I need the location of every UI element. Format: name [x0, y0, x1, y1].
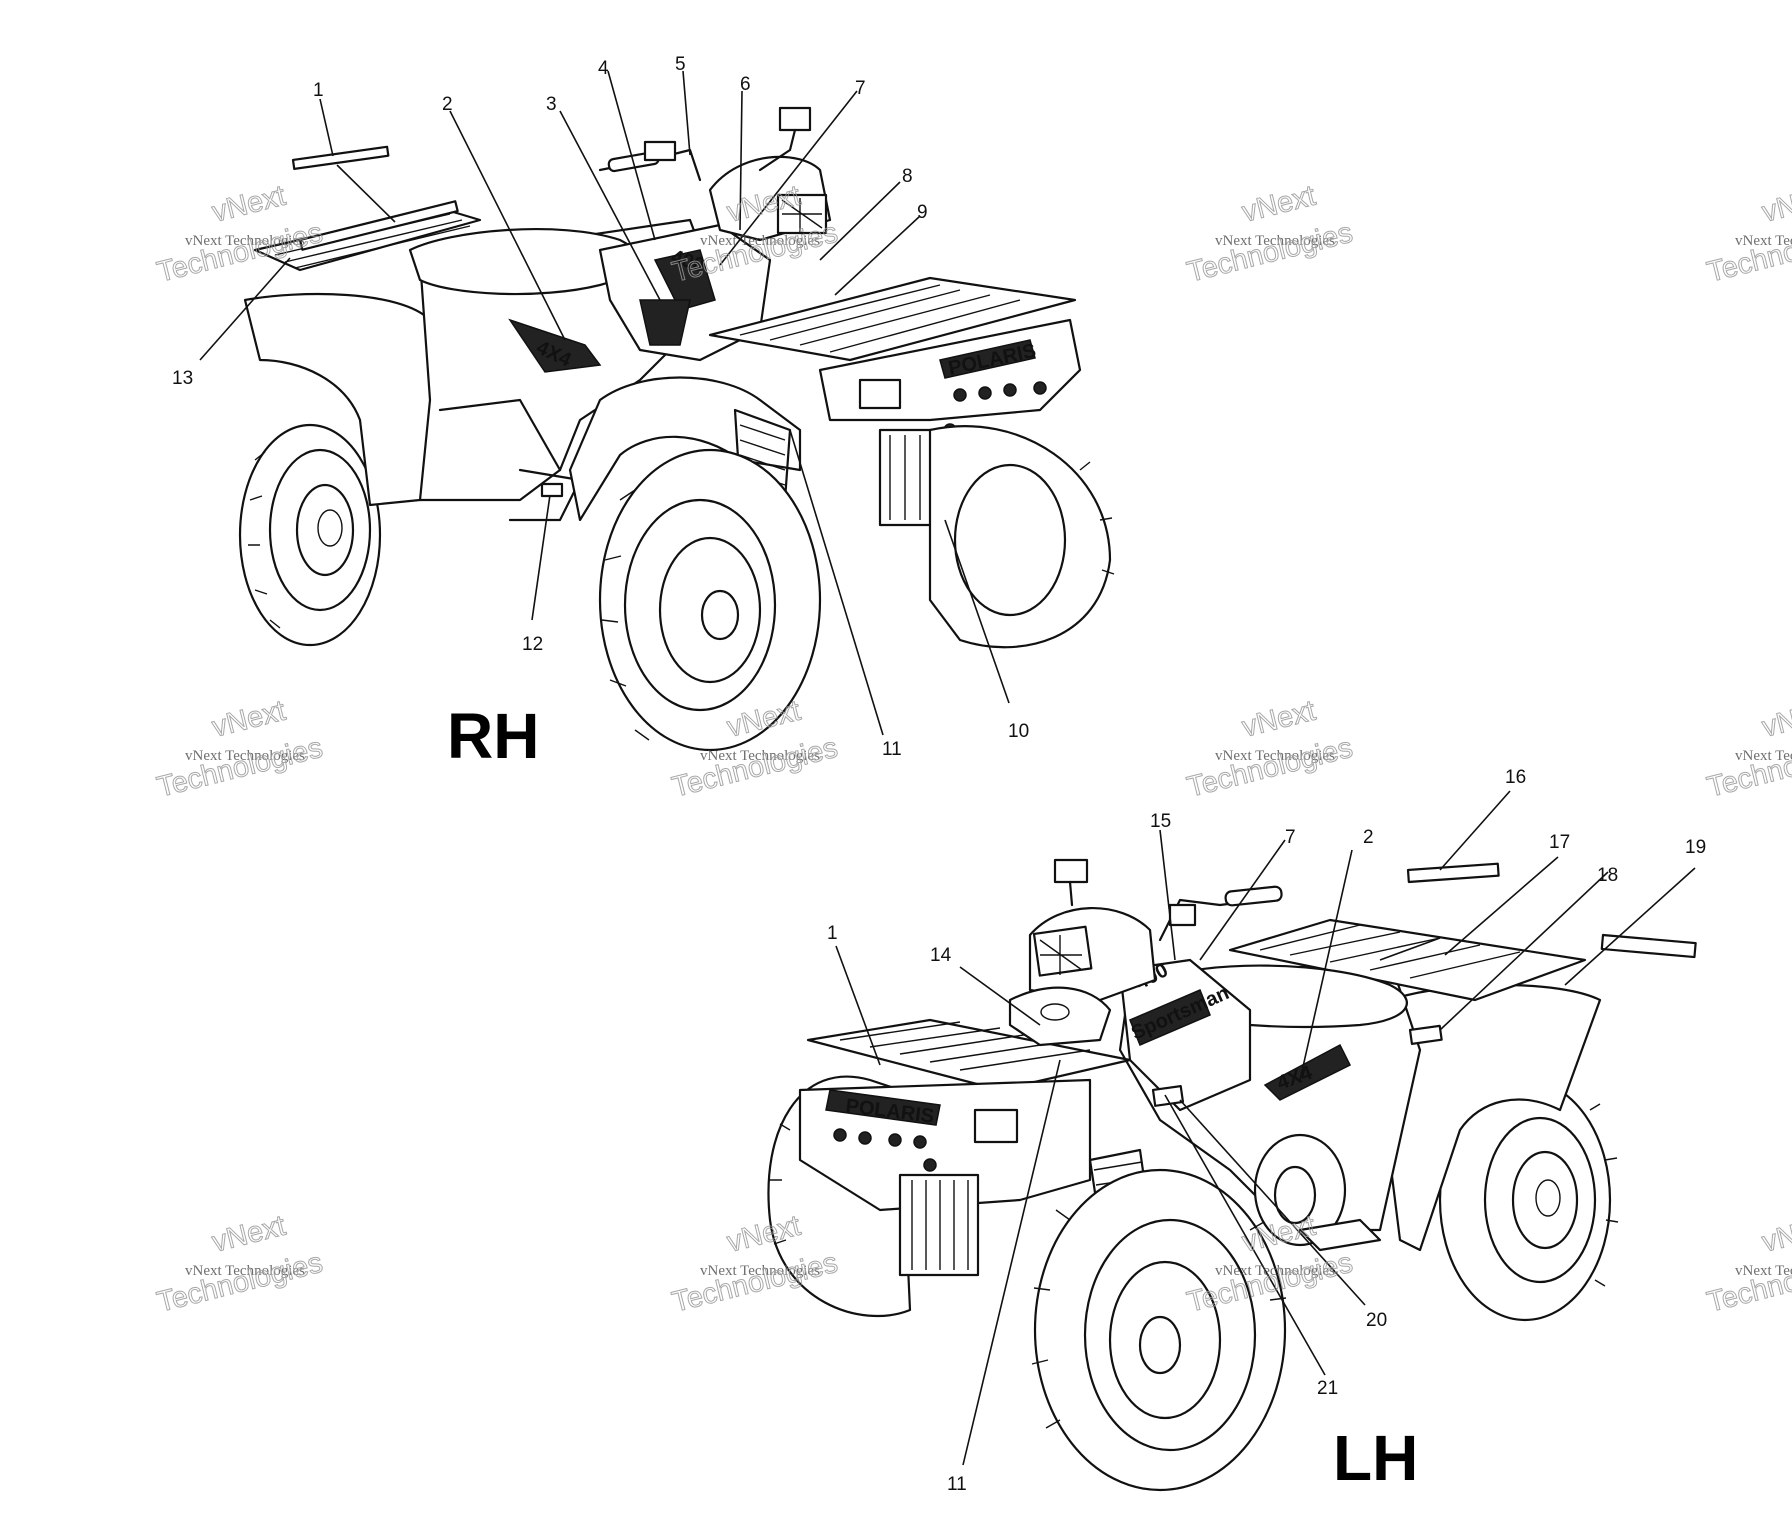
lh-callout-2: 2	[1363, 827, 1374, 848]
svg-text:Technologies: Technologies	[1704, 732, 1792, 804]
svg-text:vNext: vNext	[1239, 1210, 1319, 1259]
svg-text:vNext Technologies: vNext Technologies	[700, 233, 820, 249]
watermark-edge: vNext vNext Technologies Technologies	[1703, 179, 1792, 289]
lh-callout-7: 7	[1285, 827, 1296, 848]
rh-callout-7: 7	[855, 78, 866, 99]
svg-text:vNext Technologies: vNext Technologies	[1215, 748, 1335, 764]
rh-callout-2: 2	[442, 94, 453, 115]
lh-handlebar	[1158, 885, 1283, 942]
svg-text:vNext Technologies: vNext Technologies	[700, 748, 820, 764]
svg-text:Technologies: Technologies	[1184, 217, 1356, 289]
svg-text:vNext Technologies: vNext Technologies	[1215, 233, 1335, 249]
rh-4x4-decal: 4X4	[508, 318, 602, 373]
lh-decal-strip-19	[1600, 933, 1697, 959]
rh-callout-5: 5	[675, 54, 686, 75]
rh-model-decal: 400	[639, 246, 716, 346]
svg-text:vNext Technologies: vNext Technologies	[185, 1263, 305, 1279]
lh-decal-strip-16	[1406, 862, 1500, 884]
lh-callouts: 1 14 15 7 2 16 17 18 19 20 21 11	[827, 767, 1706, 1495]
lh-callout-14: 14	[930, 945, 952, 966]
rh-callout-9: 9	[917, 202, 928, 223]
lh-front-rack	[806, 1018, 1132, 1092]
svg-text:vNext: vNext	[1759, 180, 1792, 229]
rh-callout-12: 12	[522, 634, 543, 655]
lh-front-near-wheel	[1031, 1168, 1287, 1492]
lh-atv-drawing: 400 Sportsman 4X4	[767, 858, 1619, 1492]
rh-front-far-wheel	[928, 425, 1115, 649]
svg-text:Technologies: Technologies	[154, 1247, 326, 1319]
rh-callout-13: 13	[172, 368, 193, 389]
svg-text:vNext Technologies: vNext Technologies	[1735, 233, 1792, 249]
rh-front-rack	[708, 276, 1077, 362]
svg-text:vNext Technologies: vNext Technologies	[1735, 748, 1792, 764]
rh-callout-10: 10	[1008, 721, 1029, 742]
svg-text:vNext Technologies: vNext Technologies	[185, 748, 305, 764]
watermark: vNext vNext Technologies Technologies	[153, 1209, 326, 1319]
watermark-edge: vNext vNext Technologies Technologies	[1703, 694, 1792, 804]
rh-rear-wheel	[238, 423, 382, 647]
svg-text:vNext: vNext	[1759, 695, 1792, 744]
rh-view-label: RH	[447, 700, 539, 772]
svg-text:Technologies: Technologies	[1704, 1247, 1792, 1319]
rh-decal-strip-1	[291, 145, 390, 171]
svg-text:vNext Technologies: vNext Technologies	[700, 1263, 820, 1279]
svg-text:vNext: vNext	[209, 180, 289, 229]
rh-callout-8: 8	[902, 166, 913, 187]
svg-text:Technologies: Technologies	[1704, 217, 1792, 289]
watermark: vNext vNext Technologies Technologies	[153, 694, 326, 804]
svg-text:vNext: vNext	[1239, 695, 1319, 744]
svg-text:vNext Technologies: vNext Technologies	[1735, 1263, 1792, 1279]
rh-callout-3: 3	[546, 94, 557, 115]
svg-text:Technologies: Technologies	[669, 1247, 841, 1319]
lh-callout-15: 15	[1150, 811, 1171, 832]
rh-callout-6: 6	[740, 74, 751, 95]
watermark: vNext vNext Technologies Technologies	[1183, 179, 1356, 289]
watermark: vNext vNext Technologies Technologies	[153, 179, 326, 289]
lh-radiator	[898, 1173, 980, 1277]
lh-callout-20: 20	[1366, 1310, 1387, 1331]
svg-text:vNext: vNext	[209, 695, 289, 744]
svg-text:vNext: vNext	[1239, 180, 1319, 229]
svg-text:Technologies: Technologies	[154, 217, 326, 289]
watermark: vNext vNext Technologies Technologies	[1183, 694, 1356, 804]
rh-callout-1: 1	[313, 80, 324, 101]
lh-callout-21: 21	[1317, 1378, 1338, 1399]
lh-callout-11: 11	[947, 1474, 967, 1495]
rh-callout-11: 11	[882, 739, 902, 760]
lh-callout-1: 1	[827, 923, 838, 944]
rh-atv-drawing: 4X4 400 POLARIS	[238, 106, 1115, 752]
svg-text:vNext: vNext	[209, 1210, 289, 1259]
lh-callout-18: 18	[1597, 865, 1618, 886]
lh-view-label: LH	[1333, 1422, 1418, 1494]
lh-rear-rack	[1228, 918, 1587, 1002]
rh-callouts: 1 2 3 4 5 6 7 8 9 10 11 12 13	[172, 54, 1029, 760]
lh-callout-17: 17	[1549, 832, 1570, 853]
svg-text:Technologies: Technologies	[1184, 732, 1356, 804]
svg-text:vNext Technologies: vNext Technologies	[185, 233, 305, 249]
svg-text:vNext: vNext	[1759, 1210, 1792, 1259]
lh-callout-19: 19	[1685, 837, 1706, 858]
watermark-edge: vNext vNext Technologies Technologies	[1703, 1209, 1792, 1319]
rh-front-near-wheel	[598, 448, 822, 752]
rh-callout-4: 4	[598, 58, 609, 79]
lh-callout-16: 16	[1505, 767, 1526, 788]
svg-text:vNext Technologies: vNext Technologies	[1215, 1263, 1335, 1279]
svg-text:Technologies: Technologies	[154, 732, 326, 804]
rh-handlebar	[598, 140, 702, 182]
